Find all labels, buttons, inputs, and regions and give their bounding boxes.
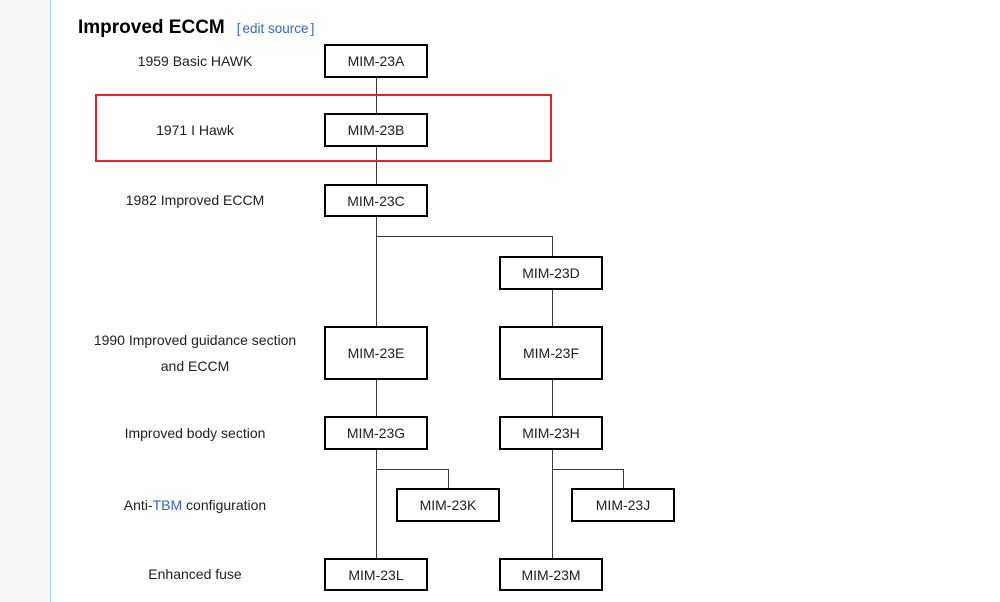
- anti-tbm-suffix: configuration: [182, 497, 267, 513]
- node-box-mim-23d: MIM-23D: [499, 256, 603, 290]
- node-box-mim-23f: MIM-23F: [499, 326, 603, 380]
- edit-bracket-close: ]: [310, 21, 315, 36]
- row-label-improved-body: Improved body section: [124, 425, 266, 441]
- connector-g-k-branch: [376, 469, 449, 470]
- connector-b-c: [376, 147, 377, 184]
- row-label-improved-eccm: 1982 Improved ECCM: [125, 192, 265, 208]
- node-box-mim-23g: MIM-23G: [324, 416, 428, 450]
- row-label-basic-hawk: 1959 Basic HAWK: [137, 53, 253, 69]
- node-box-mim-23k: MIM-23K: [396, 488, 500, 522]
- connector-e-g: [376, 380, 377, 416]
- section-heading: Improved ECCM: [78, 17, 225, 38]
- connector-branch-d: [552, 236, 553, 256]
- row-label-enhanced-fuse: Enhanced fuse: [148, 566, 242, 582]
- connector-branch-j: [623, 469, 624, 488]
- node-box-mim-23b: MIM-23B: [324, 113, 428, 147]
- connector-h-m: [552, 450, 553, 558]
- edit-section: [edit source]: [235, 21, 317, 36]
- node-box-mim-23e: MIM-23E: [324, 326, 428, 380]
- node-box-mim-23h: MIM-23H: [499, 416, 603, 450]
- edit-source-link[interactable]: edit source: [242, 21, 309, 36]
- node-box-mim-23j: MIM-23J: [571, 488, 675, 522]
- sidebar-area: [0, 0, 51, 602]
- connector-g-l: [376, 450, 377, 558]
- connector-c-d-branch: [376, 236, 553, 237]
- row-label-anti-tbm: Anti-TBM configuration: [80, 496, 310, 514]
- connector-f-h: [552, 380, 553, 416]
- anti-tbm-prefix: Anti-: [123, 497, 153, 513]
- tbm-link[interactable]: TBM: [152, 497, 183, 513]
- node-box-mim-23m: MIM-23M: [499, 558, 603, 591]
- node-box-mim-23c: MIM-23C: [324, 184, 428, 217]
- node-box-mim-23a: MIM-23A: [324, 44, 428, 78]
- section-heading-row: Improved ECCM [edit source]: [78, 17, 316, 39]
- row-label-improved-guidance: 1990 Improved guidance section and ECCM: [93, 332, 297, 374]
- connector-d-f: [552, 290, 553, 326]
- node-box-mim-23l: MIM-23L: [324, 558, 428, 591]
- row-label-i-hawk: 1971 I Hawk: [156, 122, 234, 138]
- highlight-rectangle: [95, 94, 552, 162]
- edit-bracket-open: [: [236, 21, 241, 36]
- connector-h-j-branch: [552, 469, 624, 470]
- connector-branch-k: [448, 469, 449, 488]
- connector-c-e: [376, 217, 377, 326]
